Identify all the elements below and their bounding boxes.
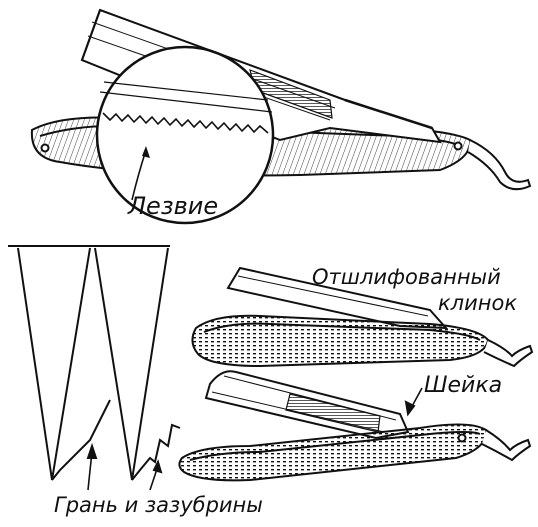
edge-cross-section [8, 246, 180, 490]
label-neck: Шейка [424, 373, 502, 398]
label-blade-edge: Лезвие [127, 192, 218, 220]
label-polished-blade-line2: клинок [438, 291, 517, 315]
label-edge-and-notches: Грань и зазубрины [54, 493, 263, 517]
label-polished-blade-line1: Отшлифованный [312, 265, 501, 289]
